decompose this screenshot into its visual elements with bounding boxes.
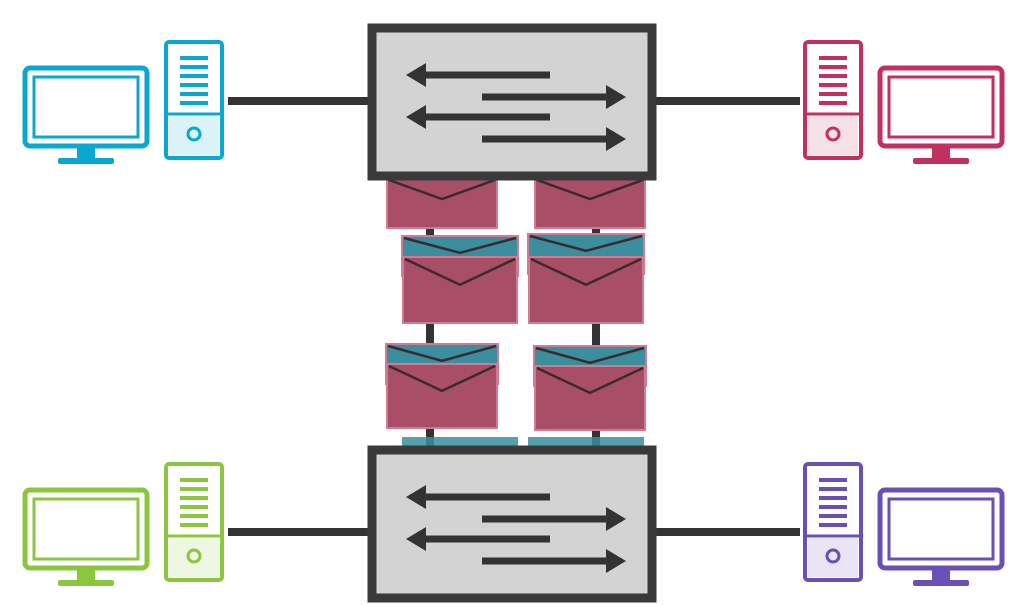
- packet-1: [386, 177, 498, 229]
- envelope-icon: [534, 177, 646, 229]
- switch-box: [367, 23, 657, 181]
- monitor-icon: [22, 487, 150, 586]
- packet-5: [385, 343, 499, 429]
- bidirectional-arrows-icon: [406, 63, 626, 151]
- server-tower-icon: [803, 40, 863, 160]
- server-tower-icon: [164, 40, 224, 160]
- packet-3: [401, 235, 519, 324]
- envelope-edge-icon: [528, 437, 644, 447]
- switch-bottom: [367, 445, 657, 603]
- host-bottom-right: [803, 462, 1005, 586]
- envelope-icon: [386, 177, 498, 229]
- packet-6: [533, 345, 647, 431]
- monitor-icon: [877, 487, 1005, 586]
- server-tower-icon: [164, 462, 224, 582]
- server-tower-icon: [803, 462, 863, 582]
- packet-2: [534, 177, 646, 229]
- envelope-icon: [528, 256, 644, 324]
- bidirectional-arrows-icon: [406, 485, 626, 573]
- envelope-icon: [534, 365, 646, 431]
- envelope-icon: [402, 256, 518, 324]
- packet-4: [527, 233, 645, 324]
- switch-top: [367, 23, 657, 181]
- host-top-right: [803, 40, 1005, 164]
- envelope-edge-icon: [402, 437, 518, 447]
- switch-box: [367, 445, 657, 603]
- monitor-icon: [22, 65, 150, 164]
- host-bottom-left: [22, 462, 224, 586]
- monitor-icon: [877, 65, 1005, 164]
- envelope-icon: [386, 363, 498, 429]
- host-top-left: [22, 40, 224, 164]
